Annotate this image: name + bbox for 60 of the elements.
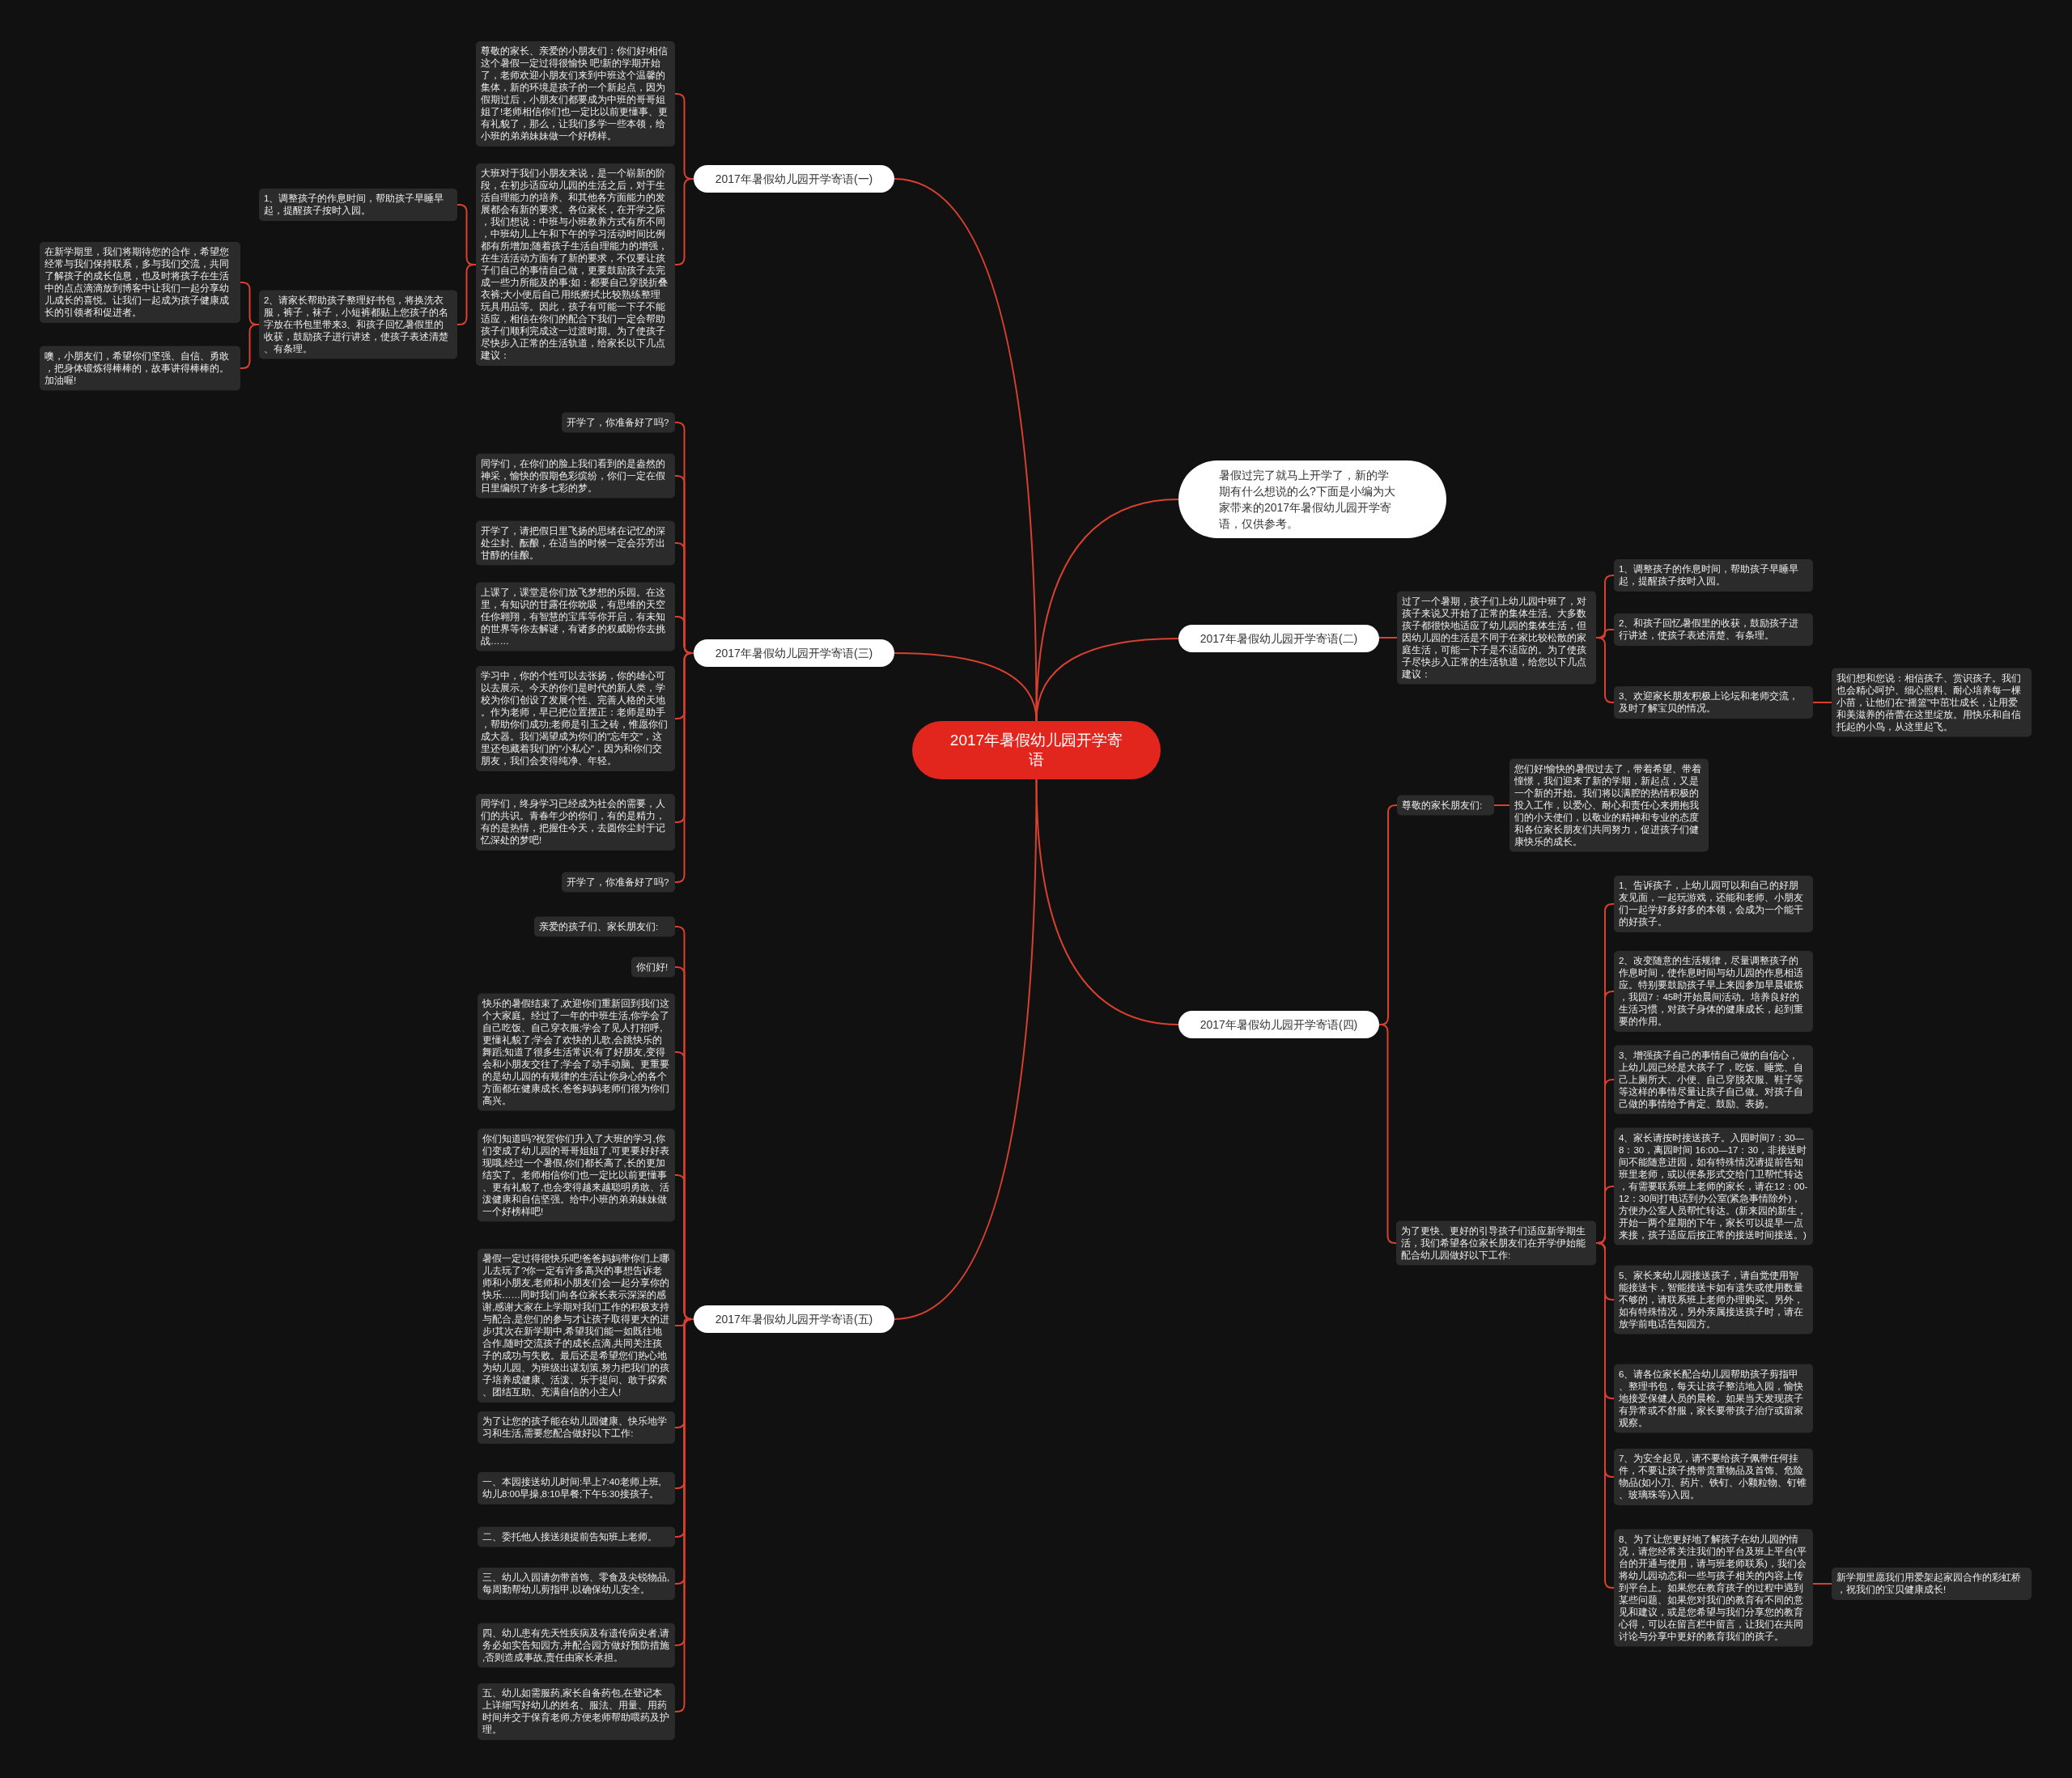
note-card: 三、幼儿入园请勿带首饰、零食及尖锐物品,每周勤帮幼儿剪指甲,以确保幼儿安全。: [478, 1568, 675, 1600]
note-card: 二、委托他人接送须提前告知班上老师。: [478, 1526, 675, 1547]
note-card: 6、请各位家长配合幼儿园帮助孩子剪指甲、整理书包，每天让孩子整洁地入园，愉快地接受保健人员的晨检。如果当天发现孩子有异常或不舒服，家长要带孩子治疗或留家观察。: [1614, 1364, 1813, 1433]
note-card: 为了让您的孩子能在幼儿园健康、快乐地学习和生活,需要您配合做好以下工作:: [478, 1411, 675, 1444]
branch-topic: 2017年暑假幼儿园开学寄语(二): [1178, 625, 1379, 652]
note-card: 五、幼儿如需服药,家长自备药包,在登记本上详细写好幼儿的姓名、服法、用量、用药时间并交于保育老师,方便老师帮助喂药及护理。: [478, 1683, 675, 1740]
connector-line: [1035, 638, 1179, 722]
connector-line: [1035, 499, 1179, 722]
note-card: 同学们，在你们的脸上我们看到的是盎然的神采，愉快的假期色彩缤纷，你们一定在假日里编织了许多七彩的梦。: [476, 453, 675, 499]
connector-line: [894, 779, 1038, 1320]
note-card: 过了一个暑期，孩子们上幼儿园中班了，对孩子来说又开始了正常的集体生活。大多数孩子都很快地适应了幼儿园的集体生活，但因幼儿园的生活是不同于在家比较松散的家庭生活，可能一下子是不适应的。为了使孩子尽快步入正常的生活轨道，给您以下几点建议：: [1397, 591, 1596, 685]
note-card: 3、欢迎家长朋友积极上论坛和老师交流，及时了解宝贝的情况。: [1614, 686, 1813, 719]
note-card: 上课了，课堂是你们放飞梦想的乐园。在这里，有知识的甘露任你吮吸，有思维的天空任你翱翔，有智慧的宝库等你开启，有未知的世界等你去解谜，有诸多的权威盼你去挑战……: [476, 582, 675, 651]
note-card: 1、调整孩子的作息时间，帮助孩子早睡早起，提醒孩子按时入园。: [259, 189, 457, 221]
branch-topic: 2017年暑假幼儿园开学寄语(四): [1178, 1011, 1379, 1038]
connector-line: [894, 652, 1038, 722]
connector-line: [1812, 702, 1832, 703]
note-card: 一、本园接送幼儿时间:早上7:40老师上班,幼儿8:00早操,8:10早餐;下午5:30接孩子。: [478, 1472, 675, 1504]
connector-line: [1035, 779, 1179, 1025]
branch-topic: 2017年暑假幼儿园开学寄语(一): [694, 165, 894, 193]
note-card: 大班对于我们小朋友来说，是一个崭新的阶段，在初步适应幼儿园的生活之后，对于生活自理能力的培养、和其他各方面能力的发展都会有新的要求。各位家长，在开学之际，我们想说：中班与小班教养方式有所不同，中班幼儿上午和下午的学习活动时间比例都有所增加;随着孩子生活自理能力的增强，在生活活动方面有了新的要求，不仅要让孩子们自己的事情自己做，更要鼓励孩子去完成一些力所能及的事;如：都要自己穿脱折叠衣裤;大小便后自己用纸擦拭;比较熟练整理玩具用品等。因此，孩子有可能一下子不能适应，相信在你们的配合下我们一定会帮助孩子们顺利完成这一过渡时期。为了使孩子尽快步入正常的生活轨道，给家长以下几点建议：: [476, 163, 675, 366]
note-card: 暑假一定过得很快乐吧!爸爸妈妈带你们上哪儿去玩了?你一定有许多高兴的事想告诉老师和小朋友,老师和小朋友们会一起分享你的快乐……同时我们向各位家长表示深深的感谢,感谢大家在上学期对我们工作的积极支持与配合,是您们的参与才让孩子取得更大的进步!其次在新学期中,希望我们能一如既往地合作,随时交流孩子的成长点滴,共同关注孩子的成功与失败。最后还是希望您们热心地为幼儿园、为班级出谋划策,努力把我们的孩子培养成健康、活泼、乐于提问、敢于探索、团结互助、充满自信的小主人!: [478, 1249, 675, 1402]
note-card: 2、和孩子回忆暑假里的收获，鼓励孩子进行讲述，使孩子表述清楚、有条理。: [1614, 613, 1813, 646]
connector-line: [1493, 804, 1510, 806]
connector-line: [1378, 1024, 1397, 1244]
note-card: 2、改变随意的生活规律，尽量调整孩子的作息时间，使作息时间与幼儿园的作息相适应。特别要鼓励孩子早上来园参加早晨锻炼，我园7：45时开始晨间活动。培养良好的生活习惯，对孩子身体的健康成长，起到重要的作用。: [1614, 951, 1813, 1032]
note-card: 开学了，请把假日里飞扬的思绪在记忆的深处尘封、酝酿，在适当的时候一定会芬芳出甘醇的佳酿。: [476, 520, 675, 566]
note-card: 为了更快、更好的引导孩子们适应新学期生活，我们希望各位家长朋友们在开学伊始能配合幼儿园做好以下工作:: [1396, 1220, 1596, 1266]
note-card: 快乐的暑假结束了,欢迎你们重新回到我们这个大家庭。经过了一年的中班生活,你学会了自己吃饭、自己穿衣服;学会了见人打招呼,更懂礼貌了;学会了欢快的儿歌,会跳快乐的舞蹈;知道了很多生活常识;有了好朋友,变得会和小朋友交往了;学会了动手动脑。更重要的是幼儿园的有规律的生活让你身心的各个方面都在健康成长,爸爸妈妈老师们很为你们高兴。: [478, 993, 675, 1111]
note-card: 噢，小朋友们，希望你们坚强、自信、勇敢，把身体锻炼得棒棒的，故事讲得棒棒的。加油喔!: [40, 346, 240, 391]
note-card: 7、为安全起见，请不要给孩子佩带任何挂件，不要让孩子携带贵重物品及首饰、危险物品(如小刀、药片、铁钉、小颗粒物、钉锥、玻璃珠等)入园。: [1614, 1449, 1813, 1505]
note-card: 3、增强孩子自己的事情自己做的自信心，上幼儿园已经是大孩子了，吃饭、睡觉、自己上厕所大、小便、自己穿脱衣服、鞋子等等这样的事情尽量让孩子自己做。对孩子自己做的事情给予肯定、鼓励、表扬。: [1614, 1045, 1813, 1114]
note-card: 2、请家长帮助孩子整理好书包，将换洗衣服，裤子，袜子，小短裤都贴上您孩子的名字放在书包里带来3、和孩子回忆暑假里的收获，鼓励孩子进行讲述，使孩子表述清楚、有条理。: [259, 290, 457, 359]
note-card: 尊敬的家长朋友们:: [1397, 795, 1494, 816]
note-card: 5、家长来幼儿园接送孩子，请自觉使用智能接送卡，智能接送卡如有遗失或使用数量不够的，请联系班上老师办理购买。另外，如有特殊情况，另外亲属接送孩子时，请在放学前电话告知园方。: [1614, 1265, 1813, 1335]
note-card: 您们好!愉快的暑假过去了，带着希望、带着憧憬，我们迎来了新的学期，新起点，又是一个新的开始。我们将以满腔的热情积极的投入工作，以爱心、耐心和责任心来拥抱我们的小天使们，以敬业的精神和专业的态度和各位家长朋友们共同努力，促进孩子们健康快乐的成长。: [1509, 758, 1709, 852]
note-card: 开学了，你准备好了吗?: [562, 412, 675, 433]
connector-line: [1595, 1242, 1615, 1589]
note-card: 1、告诉孩子，上幼儿园可以和自己的好朋友见面，一起玩游戏，还能和老师、小朋友们一起学好多好多的本领，会成为一个能干的好孩子。: [1614, 876, 1813, 932]
note-card: 四、幼儿患有先天性疾病及有遗传病史者,请务必如实告知园方,并配合园方做好预防措施,否则造成事故,责任由家长承担。: [478, 1623, 675, 1668]
branch-topic: 2017年暑假幼儿园开学寄语(五): [694, 1305, 894, 1333]
note-card: 学习中，你的个性可以去张扬，你的雄心可以去展示。今天的你们是时代的新人类，学校为你们创设了发展个性、完善人格的天地。作为老师，早已把位置摆正：老师是助手，帮助你们成功;老师是引玉之砖，惟愿你们成大器。我们渴望成为你们的"忘年交"，这里还包藏着我们的"小私心"，因为和你们交朋友，我们会变得纯净、年轻。: [476, 666, 675, 771]
note-card: 1、调整孩子的作息时间，帮助孩子早睡早起，提醒孩子按时入园。: [1614, 559, 1813, 592]
note-card: 开学了，你准备好了吗?: [562, 872, 675, 893]
connector-line: [1595, 637, 1615, 703]
note-card: 8、为了让您更好地了解孩子在幼儿园的情况，请您经常关注我们的平台及班上平台(平台的开通与使用，请与班老师联系)，我们会将幼儿园动态和一些与孩子相关的内容上传到平台上。如果您在教育孩子的过程中遇到某些问题、如果您对我们的教育有不同的意见和建议，或是您希望与我们分享您的教育心得，可以在留言栏中留言，让我们在共同讨论与分享中更好的教育我们的孩子。: [1614, 1529, 1813, 1647]
note-card: 你们好!: [631, 957, 675, 978]
note-card: 同学们，终身学习已经成为社会的需要，人们的共识。青春年少的你们，有的是精力，有的是热情，把握住今天，去圆你尘封于记忆深处的梦吧!: [476, 794, 675, 851]
note-card: 你们知道吗?祝贺你们升入了大班的学习,你们变成了幼儿园的哥哥姐姐了,可更要好好表现哦,经过一个暑假,你们都长高了,长的更加结实了。老师相信你们也一定比以前更懂事、更有礼貌了,也会变得越来越聪明勇敢、活泼健康和自信坚强。给中小班的弟弟妹妹做一个好榜样吧!: [478, 1128, 675, 1222]
central-topic: 2017年暑假幼儿园开学寄语: [912, 721, 1161, 779]
note-card: 新学期里愿我们用爱架起家园合作的彩虹桥，祝我们的宝贝健康成长!: [1832, 1568, 2032, 1600]
intro-bubble: 暑假过完了就马上开学了，新的学期有什么想说的么?下面是小编为大家带来的2017年暑假幼儿园开学寄语，仅供参考。: [1178, 460, 1446, 538]
connector-line: [1812, 1583, 1832, 1585]
branch-topic: 2017年暑假幼儿园开学寄语(三): [694, 639, 894, 667]
note-card: 亲爱的孩子们、家长朋友们:: [534, 916, 675, 937]
note-card: 在新学期里，我们将期待您的合作，希望您经常与我们保持联系，多与我们交流，共同了解孩子的成长信息，也及时将孩子在生活中的点点滴滴放到博客中让我们一起分享幼儿成长的喜悦。让我们一起成为孩子健康成长的引领者和促进者。: [40, 242, 240, 323]
connector-line: [1378, 637, 1398, 639]
note-card: 4、家长请按时接送孩子。入园时间7：30—8：30，离园时间 16:00—17：30，非接送时间不能随意进园，如有特殊情况请提前告知班里老师，或以便条形式交给门卫帮忙转达，有需要联系班上老师的家长，请在12：00-12：30间打电话到办公室(紧急事情除外)，方便办公室人员帮忙转达。(新来园的新生，开始一两个星期的下午，家长可以提早一点来接，孩子适应后按正常的接送时间接送。): [1614, 1127, 1813, 1245]
note-card: 尊敬的家长、亲爱的小朋友们：你们好!相信这个暑假一定过得很愉快 吧!新的学期开始了，老师欢迎小朋友们来到中班这个温馨的集体，新的环境是孩子的一个新起点，因为假期过后，小朋友们都要成为中班的哥哥姐姐了!老师相信你们也一定比以前更懂事、更有礼貌了，那么，让我们多学一些本领，给小班的弟弟妹妹做一个好榜样。: [476, 41, 675, 146]
note-card: 我们想和您说：相信孩子、赏识孩子。我们也会精心呵护、细心照料、耐心培养每一棵小苗，让他们在"摇篮"中茁壮成长，让用爱和美滋养的蓓蕾在这里绽放。用快乐和自信托起的小鸟，从这里起飞。: [1832, 668, 2032, 737]
